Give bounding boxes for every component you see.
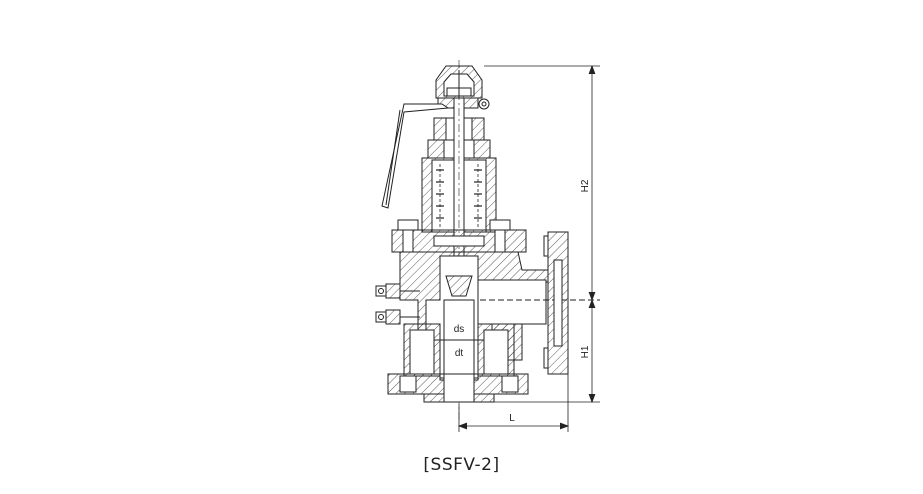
valve-body <box>399 251 600 381</box>
ds-label: ds <box>454 324 465 335</box>
diagram-caption: [SSFV-2] <box>423 455 500 475</box>
adjusting-screws <box>375 283 420 325</box>
lifting-lever <box>381 103 450 209</box>
l-label: L <box>509 413 515 424</box>
dt-label: dt <box>455 348 464 359</box>
bonnet-flange <box>391 219 527 253</box>
bonnet <box>421 60 497 420</box>
h2-label: H2 <box>580 179 591 192</box>
dimension-lines <box>457 64 600 432</box>
inlet-flange <box>387 373 529 403</box>
h1-label: H1 <box>580 345 591 358</box>
outlet-flange <box>543 231 569 375</box>
